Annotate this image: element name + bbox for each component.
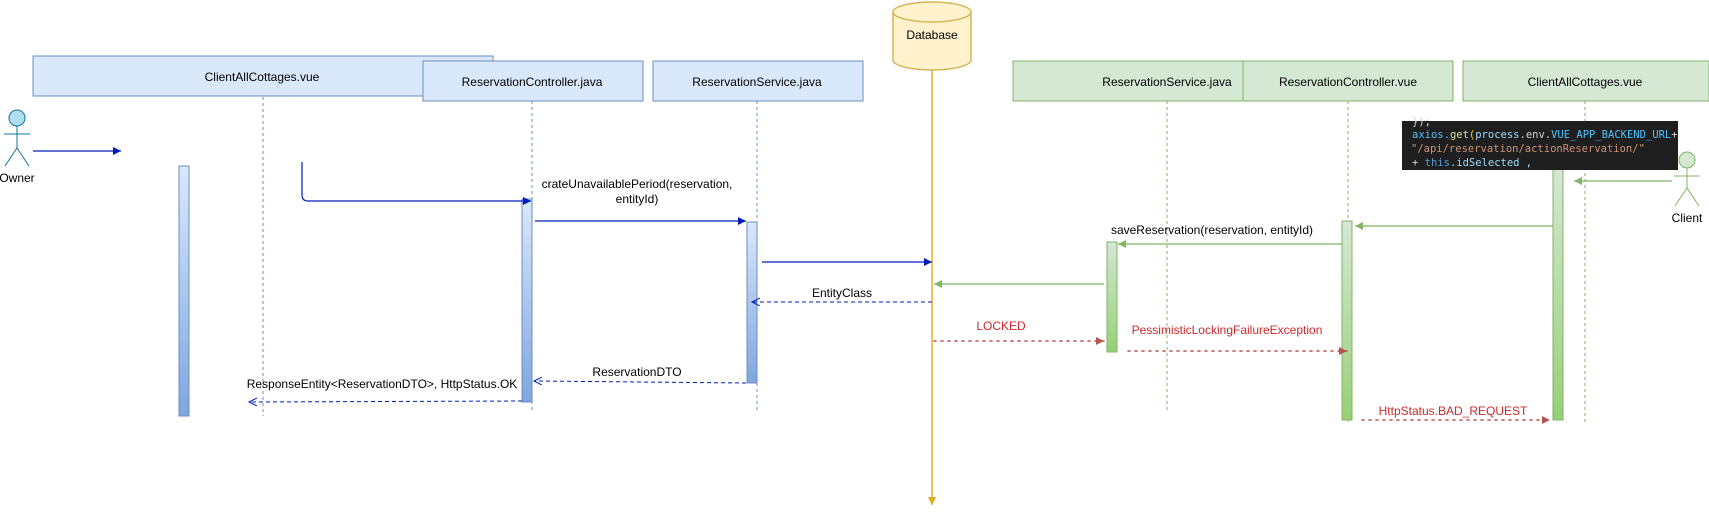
activation-client-right xyxy=(1552,165,1564,421)
reservation-dto-return-arrow xyxy=(534,381,747,383)
right-lane-headers: ReservationService.java ReservationContr… xyxy=(1012,60,1709,102)
owner-actor: Owner xyxy=(0,109,35,185)
client-actor: Client xyxy=(1672,151,1703,225)
code-line-2: "/api/reservation/actionReservation/" xyxy=(1411,143,1645,155)
lifelines xyxy=(262,97,1586,425)
client-label: Client xyxy=(1672,211,1703,225)
header-reservation-service-java xyxy=(652,60,864,102)
reservation-dto-label: ReservationDTO xyxy=(592,365,681,379)
header-client-all-cottages-right-label: ClientAllCottages.vue xyxy=(1528,75,1643,89)
database-label: Database xyxy=(906,28,958,42)
activation-controller-java xyxy=(521,198,533,403)
activation-client-left xyxy=(178,165,190,417)
activation-controller-vue xyxy=(1341,220,1353,421)
code-snippet-background xyxy=(1402,121,1678,170)
locked-label: LOCKED xyxy=(976,319,1026,333)
exception-messages: LOCKED PessimisticLockingFailureExceptio… xyxy=(933,319,1551,424)
client-to-controller-arrow xyxy=(301,162,531,205)
activation-service-right xyxy=(1106,241,1118,353)
left-lane-headers: ClientAllCottages.vue ReservationControl… xyxy=(32,55,864,102)
header-reservation-service-right-label: ReservationService.java xyxy=(1102,75,1232,89)
database-node: Database xyxy=(892,1,972,505)
header-reservation-controller-java xyxy=(422,60,644,102)
pessimistic-label: PessimisticLockingFailureException xyxy=(1132,323,1323,337)
right-messages: saveReservation(reservation, entityId) xyxy=(934,177,1672,288)
response-entity-return-arrow xyxy=(249,401,523,402)
entity-class-label: EntityClass xyxy=(812,286,872,300)
crate-unavailable-label-2: entityId) xyxy=(616,192,659,206)
header-reservation-controller-label: ReservationController.java xyxy=(462,75,603,89)
code-line-1: axios.get(process.env.VUE_APP_BACKEND_UR… xyxy=(1412,129,1678,141)
header-client-all-cottages-label: ClientAllCottages.vue xyxy=(205,70,320,84)
header-client-all-cottages-right xyxy=(1462,60,1709,102)
header-reservation-controller-vue-label: ReservationController.vue xyxy=(1279,75,1417,89)
code-line-3: + this.idSelected , xyxy=(1412,157,1532,169)
code-snippet: }); axios.get(process.env.VUE_APP_BACKEN… xyxy=(1402,116,1678,170)
save-reservation-label: saveReservation(reservation, entityId) xyxy=(1111,223,1313,237)
owner-label: Owner xyxy=(0,171,35,185)
header-reservation-controller-vue xyxy=(1242,60,1454,102)
bad-request-label: HttpStatus.BAD_REQUEST xyxy=(1379,404,1528,418)
crate-unavailable-label-1: crateUnavailablePeriod(reservation, xyxy=(542,177,733,191)
left-messages: crateUnavailablePeriod(reservation, enti… xyxy=(33,147,932,402)
header-reservation-service-label: ReservationService.java xyxy=(692,75,822,89)
code-line-0: }); xyxy=(1412,116,1431,128)
response-entity-label: ResponseEntity<ReservationDTO>, HttpStat… xyxy=(247,377,518,391)
